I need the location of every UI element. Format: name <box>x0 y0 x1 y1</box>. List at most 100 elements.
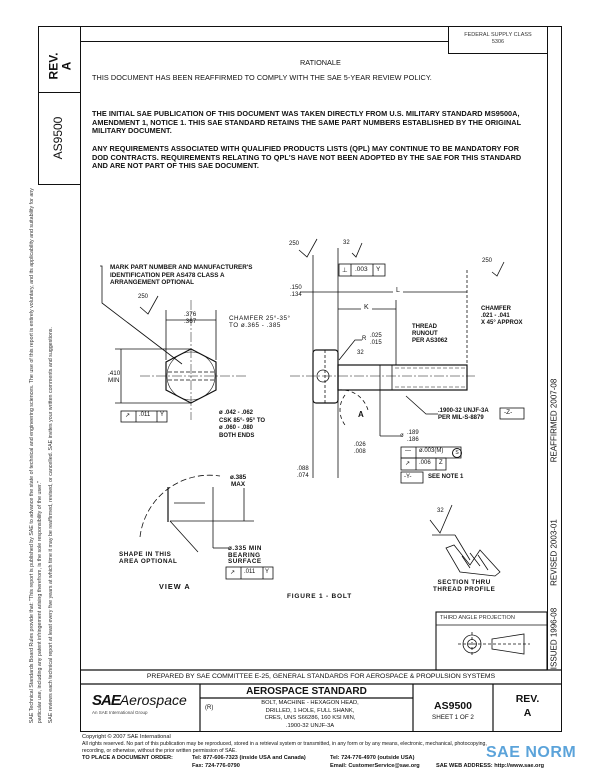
note-line: X 45° APPROX <box>481 320 523 326</box>
dim-k: K <box>361 304 372 311</box>
header-rule <box>80 41 448 42</box>
part-description: BOLT, MACHINE - HEXAGON HEAD, DRILLED, 1… <box>220 700 400 730</box>
datum: Z <box>439 460 443 466</box>
surface-finish-symbols <box>139 238 505 536</box>
dim-value: .410 <box>108 370 121 377</box>
perpendicularity-icon: ⊥ <box>342 267 348 274</box>
underhead-dim: .026.008 <box>354 442 366 455</box>
dim-upper: .026 <box>354 442 366 448</box>
rights-notice-2: recording, or otherwise, without the pri… <box>82 748 237 754</box>
finish-32-fillet: 32 <box>357 350 364 356</box>
sae-aerospace-logo: SAEAerospace An SAE International Group <box>92 692 187 715</box>
section-finish: 32 <box>437 508 444 514</box>
note-line: CSK 85°- 95° TO <box>219 417 266 424</box>
note-line: SURFACE <box>228 558 262 565</box>
dim-upper: .189 <box>407 430 419 436</box>
prepared-by: PREPARED BY SAE COMMITTEE E-25, GENERAL … <box>146 673 496 680</box>
hex-end-view <box>100 265 246 420</box>
chamfer-head-note: CHAMFER 25°-35°TO ø.365 - .385 <box>229 315 291 329</box>
across-flats-dim: .376.367 <box>184 311 196 325</box>
logo-sae: SAE <box>92 692 121 709</box>
description-line: .1900-32 UNJF-3A <box>285 722 335 729</box>
finish-32-head: 32 <box>343 240 350 246</box>
mark-note-line: IDENTIFICATION PER AS478 CLASS A <box>110 271 225 279</box>
note-line: .021 - .041 <box>481 313 510 319</box>
see-note: SEE NOTE 1 <box>428 474 464 480</box>
tolerance: .011 <box>244 569 256 575</box>
federal-supply-class-value: 5306 <box>491 39 505 45</box>
dim-lower: .186 <box>407 436 419 443</box>
fillet-radius: R .025.015 <box>362 333 382 346</box>
dim-upper: .150 <box>290 285 302 291</box>
projection-title: THIRD ANGLE PROJECTION <box>440 615 515 621</box>
fax: Fax: 724-776-0790 <box>192 763 240 769</box>
view-marker: A <box>358 410 364 419</box>
order-label: TO PLACE A DOCUMENT ORDER: <box>82 755 173 761</box>
note-line: AREA OPTIONAL <box>119 557 178 565</box>
sae-norm-watermark: SAE NORM <box>486 744 577 761</box>
note-line: CHAMFER 25°-35° <box>229 315 291 322</box>
hole-location-dim: .088.074 <box>297 466 309 479</box>
federal-supply-class-label: FEDERAL SUPPLY CLASS <box>464 32 532 38</box>
email: Email: CustomerService@sae.org <box>330 763 420 769</box>
doc-number: AS9500 <box>434 700 472 712</box>
datum: Y <box>160 412 165 418</box>
datum-y: -Y- <box>404 474 412 480</box>
view-a-drawing <box>139 474 254 553</box>
bolt-side-view <box>290 248 475 478</box>
standard-type: AEROSPACE STANDARD <box>246 686 367 697</box>
tel-outside: Tel: 724-776-4970 (outside USA) <box>330 755 415 761</box>
rights-notice: All rights reserved. No part of this pub… <box>82 741 487 747</box>
r-mark: (R) <box>205 705 214 711</box>
modifier: S <box>452 448 462 458</box>
dim-lower: .015 <box>370 339 382 346</box>
logo-tagline: An SAE International Group <box>92 710 148 715</box>
tolerance: ø.003(M) <box>419 448 444 454</box>
shank-diameter: ø .189.186 <box>400 430 419 443</box>
note-line: RUNOUT <box>412 330 438 337</box>
description-line: BOLT, MACHINE - HEXAGON HEAD, <box>261 700 359 706</box>
dim-lower: .074 <box>297 472 309 479</box>
mark-note: MARK PART NUMBER AND MANUFACTURER'S IDEN… <box>110 264 252 287</box>
description-line: CRES, UNS S66286, 160 KSI MIN, <box>264 715 356 721</box>
dim-upper: .088 <box>297 466 309 472</box>
description-line: DRILLED, 1 HOLE, FULL SHANK, <box>265 707 355 714</box>
web-address[interactable]: SAE WEB ADDRESS: http://www.sae.org <box>436 763 545 769</box>
note-line: SHAPE IN THIS <box>119 551 172 558</box>
paragraph-2: ANY REQUIREMENTS ASSOCIATED WITH QUALIFI… <box>92 144 522 171</box>
finish-250-hex: 250 <box>138 294 149 300</box>
note-line: PER AS3062 <box>412 337 448 344</box>
tolerance: .011 <box>139 412 151 418</box>
datum: Y <box>265 569 270 575</box>
mark-note-line: ARRANGEMENT OPTIONAL <box>110 279 194 286</box>
rationale-text: THIS DOCUMENT HAS BEEN REAFFIRMED TO COM… <box>92 73 432 82</box>
logo-aerospace: Aerospace <box>119 692 187 708</box>
dim-upper: .025 <box>370 333 382 339</box>
copyright: Copyright © 2007 SAE International <box>82 734 171 740</box>
note-line: THREAD <box>412 324 437 330</box>
thread-section <box>445 534 501 577</box>
dim-value: ø.385 <box>230 474 247 481</box>
note-line: TO ø.365 - .385 <box>229 321 281 329</box>
datum: Y <box>376 266 381 273</box>
note-line: BOTH ENDS <box>219 432 255 439</box>
runout-icon: ↗ <box>230 570 236 576</box>
note-line: ø.335 MIN <box>228 545 262 552</box>
note-line: CHAMFER <box>481 306 511 312</box>
frames <box>120 263 525 580</box>
dim-l: L <box>393 287 403 294</box>
tel-inside: Tel: 877-606-7323 (inside USA and Canada… <box>192 755 306 761</box>
finish-250-end: 250 <box>482 258 493 264</box>
rev-value: A <box>523 707 532 719</box>
figure-caption: FIGURE 1 - BOLT <box>287 593 352 600</box>
diameter-symbol: ø <box>400 433 404 439</box>
dim-qualifier: MAX <box>231 480 246 488</box>
rev-block: REV. A <box>493 692 562 720</box>
